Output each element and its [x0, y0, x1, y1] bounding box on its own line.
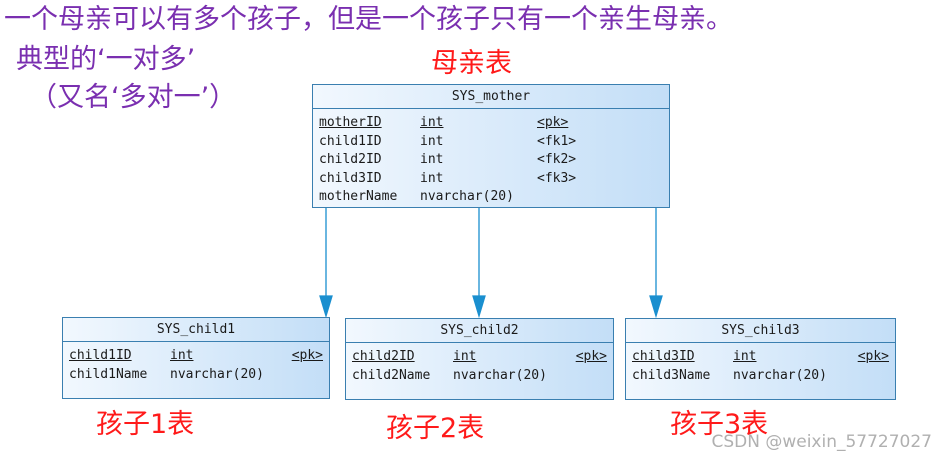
attribute-list: child1ID int <pk> child1Name nvarchar(20… — [63, 342, 329, 384]
watermark: CSDN @weixin_57727027 — [711, 432, 932, 452]
column-type: int — [420, 115, 444, 130]
column-type: nvarchar(20) — [170, 366, 264, 382]
child2-table-label: 孩子2表 — [386, 413, 485, 444]
attribute-row: child3ID int <pk> — [632, 348, 889, 367]
column-name: motherID — [319, 115, 382, 130]
attribute-row: child2ID int <pk> — [352, 348, 607, 367]
child3-table-label: 孩子3表 — [670, 409, 769, 440]
entity-sys-child3[interactable]: SYS_child3 child3ID int <pk> child3Name … — [625, 318, 896, 400]
column-name: child3ID — [319, 170, 382, 186]
entity-name: SYS_child2 — [346, 319, 613, 343]
arrow-child2-icon — [472, 295, 486, 319]
column-name: child2ID — [319, 152, 382, 167]
attribute-row: child3Name nvarchar(20) — [632, 367, 889, 386]
column-name: child2ID — [352, 349, 415, 364]
attribute-row: child2ID int <fk2> — [319, 151, 663, 170]
mother-table-label: 母亲表 — [431, 48, 512, 79]
column-name: motherName — [319, 189, 398, 204]
attribute-list: motherID int <pk> child1ID int <fk1> chi… — [313, 109, 669, 207]
heading-line-1: 一个母亲可以有多个孩子，但是一个孩子只有一个亲生母亲。 — [4, 4, 733, 35]
column-type: int — [420, 133, 444, 149]
column-type: nvarchar(20) — [733, 367, 827, 383]
attribute-row: child3ID int <fk3> — [319, 170, 663, 189]
column-key: <fk3> — [537, 170, 577, 186]
entity-sys-child2[interactable]: SYS_child2 child2ID int <pk> child2Name … — [345, 318, 614, 400]
arrow-child1-icon — [319, 295, 333, 319]
attribute-row: child1ID int <fk1> — [319, 133, 663, 152]
column-type: int — [733, 349, 757, 364]
entity-name: SYS_mother — [313, 85, 669, 109]
column-name: child1ID — [319, 133, 382, 149]
attribute-list: child2ID int <pk> child2Name nvarchar(20… — [346, 343, 613, 385]
column-key: <pk> — [537, 115, 569, 130]
column-key: <fk2> — [537, 152, 577, 167]
entity-name: SYS_child3 — [626, 319, 895, 343]
column-key: <pk> — [857, 349, 889, 364]
heading-line-3: （又名‘多对一’） — [30, 82, 237, 113]
column-type: int — [453, 349, 477, 364]
column-key: <fk1> — [537, 133, 577, 149]
attribute-row: motherID int <pk> — [319, 114, 663, 133]
attribute-row: motherName nvarchar(20) — [319, 188, 663, 207]
attribute-row: child1ID int <pk> — [69, 347, 323, 366]
column-type: int — [420, 170, 444, 186]
entity-sys-child1[interactable]: SYS_child1 child1ID int <pk> child1Name … — [62, 317, 330, 399]
column-name: child2Name — [352, 367, 431, 383]
column-key: <pk> — [575, 349, 607, 364]
heading-line-2: 典型的‘一对多’ — [16, 44, 196, 75]
arrow-child3-icon — [649, 295, 663, 319]
child1-table-label: 孩子1表 — [96, 409, 195, 440]
attribute-row: child2Name nvarchar(20) — [352, 367, 607, 386]
entity-sys-mother[interactable]: SYS_mother motherID int <pk> child1ID in… — [312, 84, 670, 208]
column-name: child3Name — [632, 367, 711, 383]
column-name: child1ID — [69, 348, 132, 363]
column-name: child1Name — [69, 366, 148, 382]
column-type: int — [420, 152, 444, 167]
attribute-list: child3ID int <pk> child3Name nvarchar(20… — [626, 343, 895, 385]
attribute-row: child1Name nvarchar(20) — [69, 366, 323, 385]
column-type: nvarchar(20) — [420, 189, 514, 204]
column-name: child3ID — [632, 349, 695, 364]
column-type: int — [170, 348, 194, 363]
column-type: nvarchar(20) — [453, 367, 547, 383]
column-key: <pk> — [291, 348, 323, 363]
entity-name: SYS_child1 — [63, 318, 329, 342]
